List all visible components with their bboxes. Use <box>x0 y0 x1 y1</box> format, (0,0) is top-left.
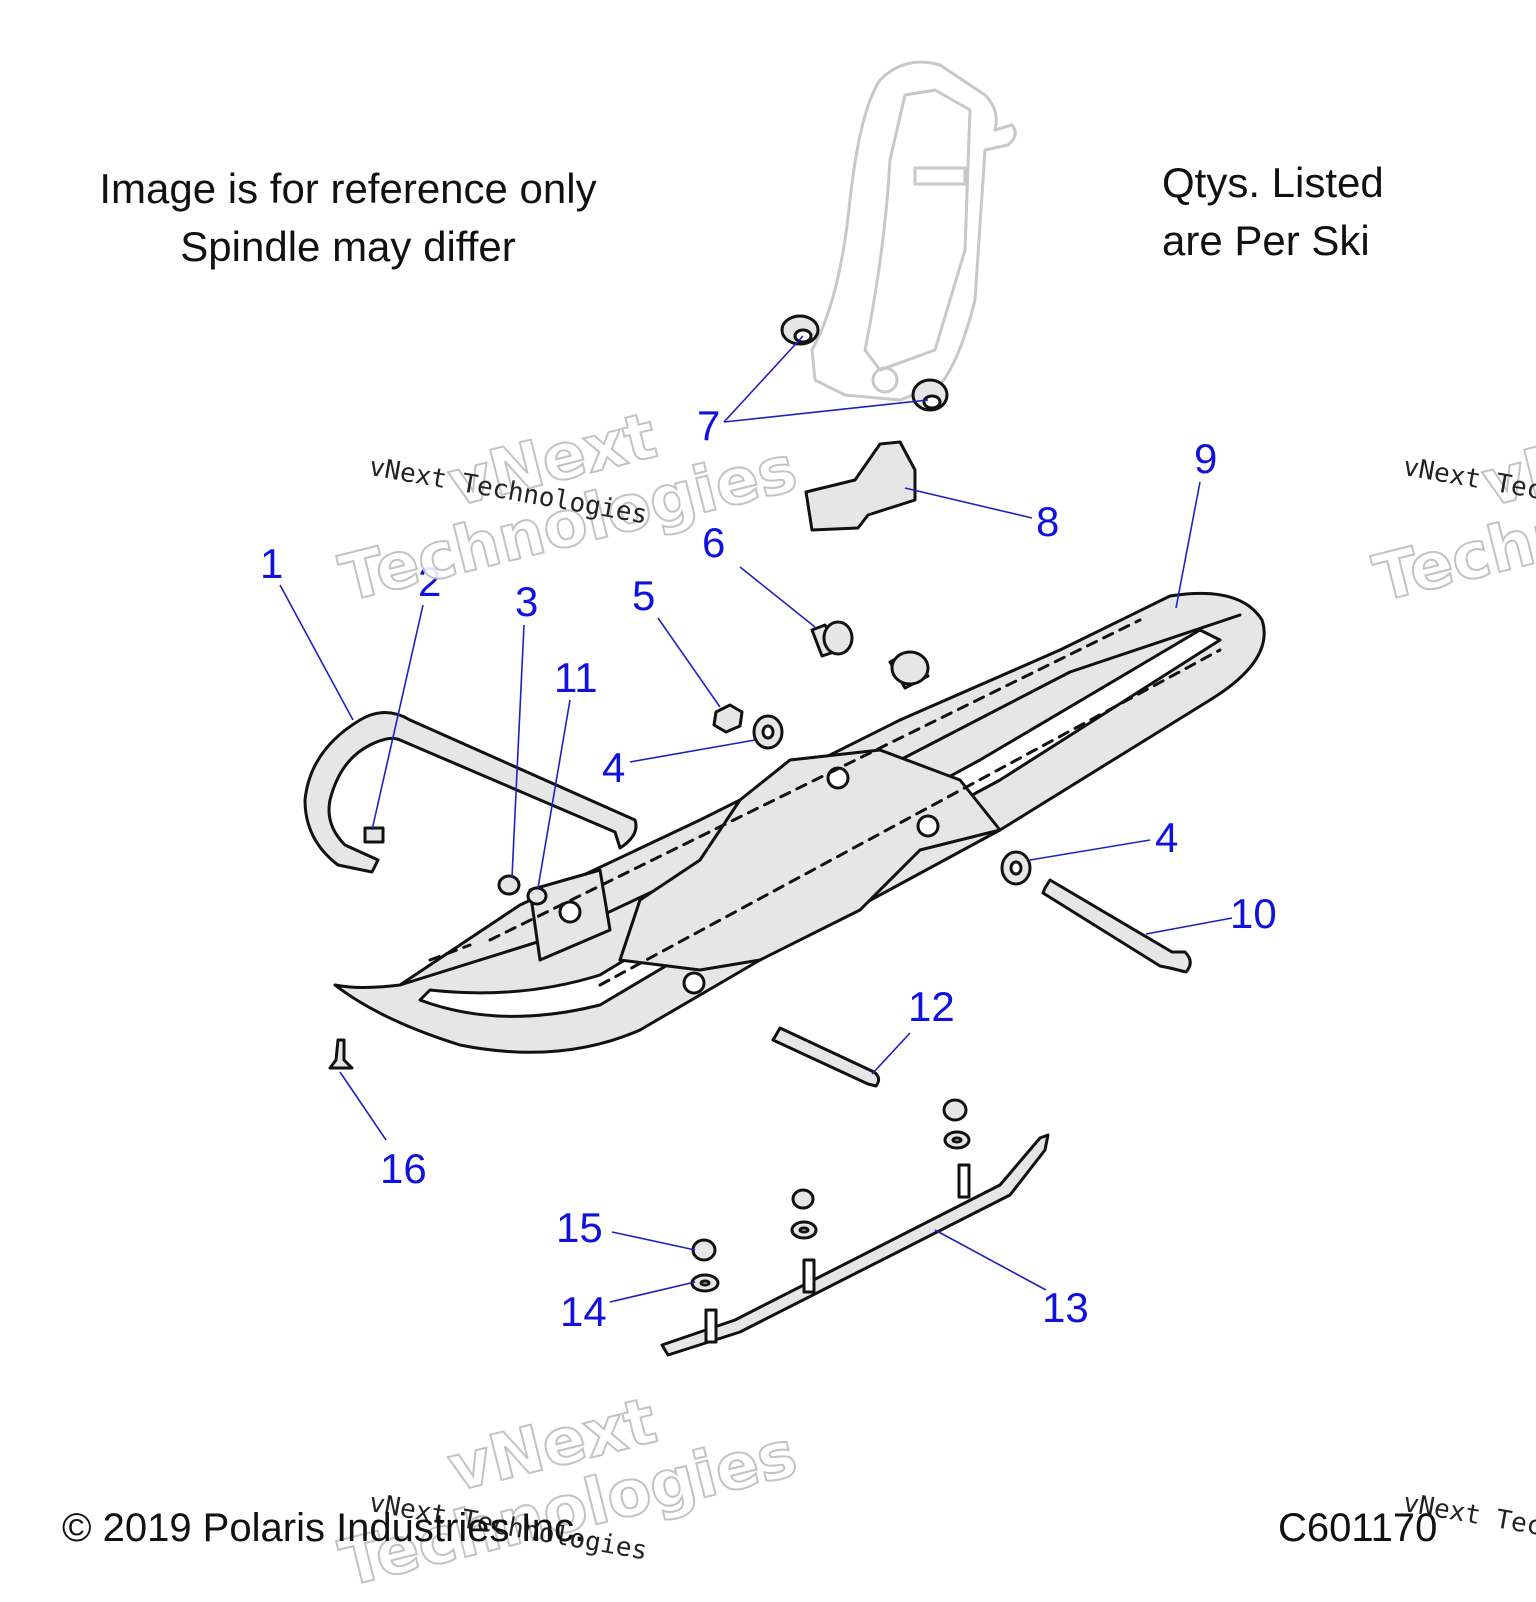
handle-part-1 <box>303 711 638 874</box>
bushing-part-6 <box>810 620 930 690</box>
callout-9: 9 <box>1194 435 1217 482</box>
callout-5: 5 <box>632 572 655 619</box>
leader-lines <box>279 335 1233 1303</box>
washer-part-11 <box>526 886 548 906</box>
quantity-note-line1: Qtys. Listed <box>1162 159 1384 206</box>
callout-2: 2 <box>418 558 441 605</box>
callout-3: 3 <box>515 578 538 625</box>
copyright-text: © 2019 Polaris Industries Inc. <box>62 1506 586 1550</box>
reference-note: Image is for reference only Spindle may … <box>68 160 628 276</box>
callout-8: 8 <box>1036 498 1059 545</box>
callout-1: 1 <box>260 540 283 587</box>
parts-diagram: 1 2 3 11 5 6 4 4 7 8 9 10 12 13 15 14 16… <box>62 60 1536 1602</box>
drawing-number: C601170 <box>1278 1506 1438 1550</box>
saddle-part-8 <box>804 440 917 532</box>
nut-part-3 <box>497 874 521 896</box>
spindle <box>810 60 1017 402</box>
callout-13: 13 <box>1042 1284 1089 1331</box>
quantity-note-line2: are Per Ski <box>1162 217 1370 264</box>
reference-note-line2: Spindle may differ <box>180 223 516 270</box>
reference-note-line1: Image is for reference only <box>99 165 597 212</box>
nut-part-2 <box>363 826 385 844</box>
callout-15: 15 <box>556 1204 603 1251</box>
callout-4-left: 4 <box>602 744 625 791</box>
callout-11: 11 <box>554 654 598 701</box>
callout-numbers: 1 2 3 11 5 6 4 4 7 8 9 10 12 13 15 14 16 <box>260 402 1277 1335</box>
callout-10: 10 <box>1230 890 1277 937</box>
callout-7: 7 <box>697 402 720 449</box>
callout-4-right: 4 <box>1155 814 1178 861</box>
washer-part-14 <box>690 1130 971 1293</box>
screw-part-16 <box>328 1038 354 1070</box>
ski-body-part-9 <box>333 591 1266 1054</box>
nut-part-15 <box>691 1098 968 1262</box>
pin-part-12 <box>771 1026 881 1088</box>
quantity-note: Qtys. Listed are Per Ski <box>1162 154 1462 270</box>
callout-14: 14 <box>560 1288 607 1335</box>
washer-part-4 <box>752 714 1032 886</box>
bushing-part-7 <box>780 314 949 412</box>
wear-bar-part-13 <box>660 1133 1050 1357</box>
ski-assembly-drawing: 1 2 3 11 5 6 4 4 7 8 9 10 12 13 15 14 16 <box>260 60 1277 1357</box>
bolt-part-10 <box>1041 878 1192 974</box>
callout-12: 12 <box>908 983 955 1030</box>
callout-6: 6 <box>702 519 725 566</box>
nut-part-5 <box>712 703 744 734</box>
callout-16: 16 <box>380 1145 427 1192</box>
